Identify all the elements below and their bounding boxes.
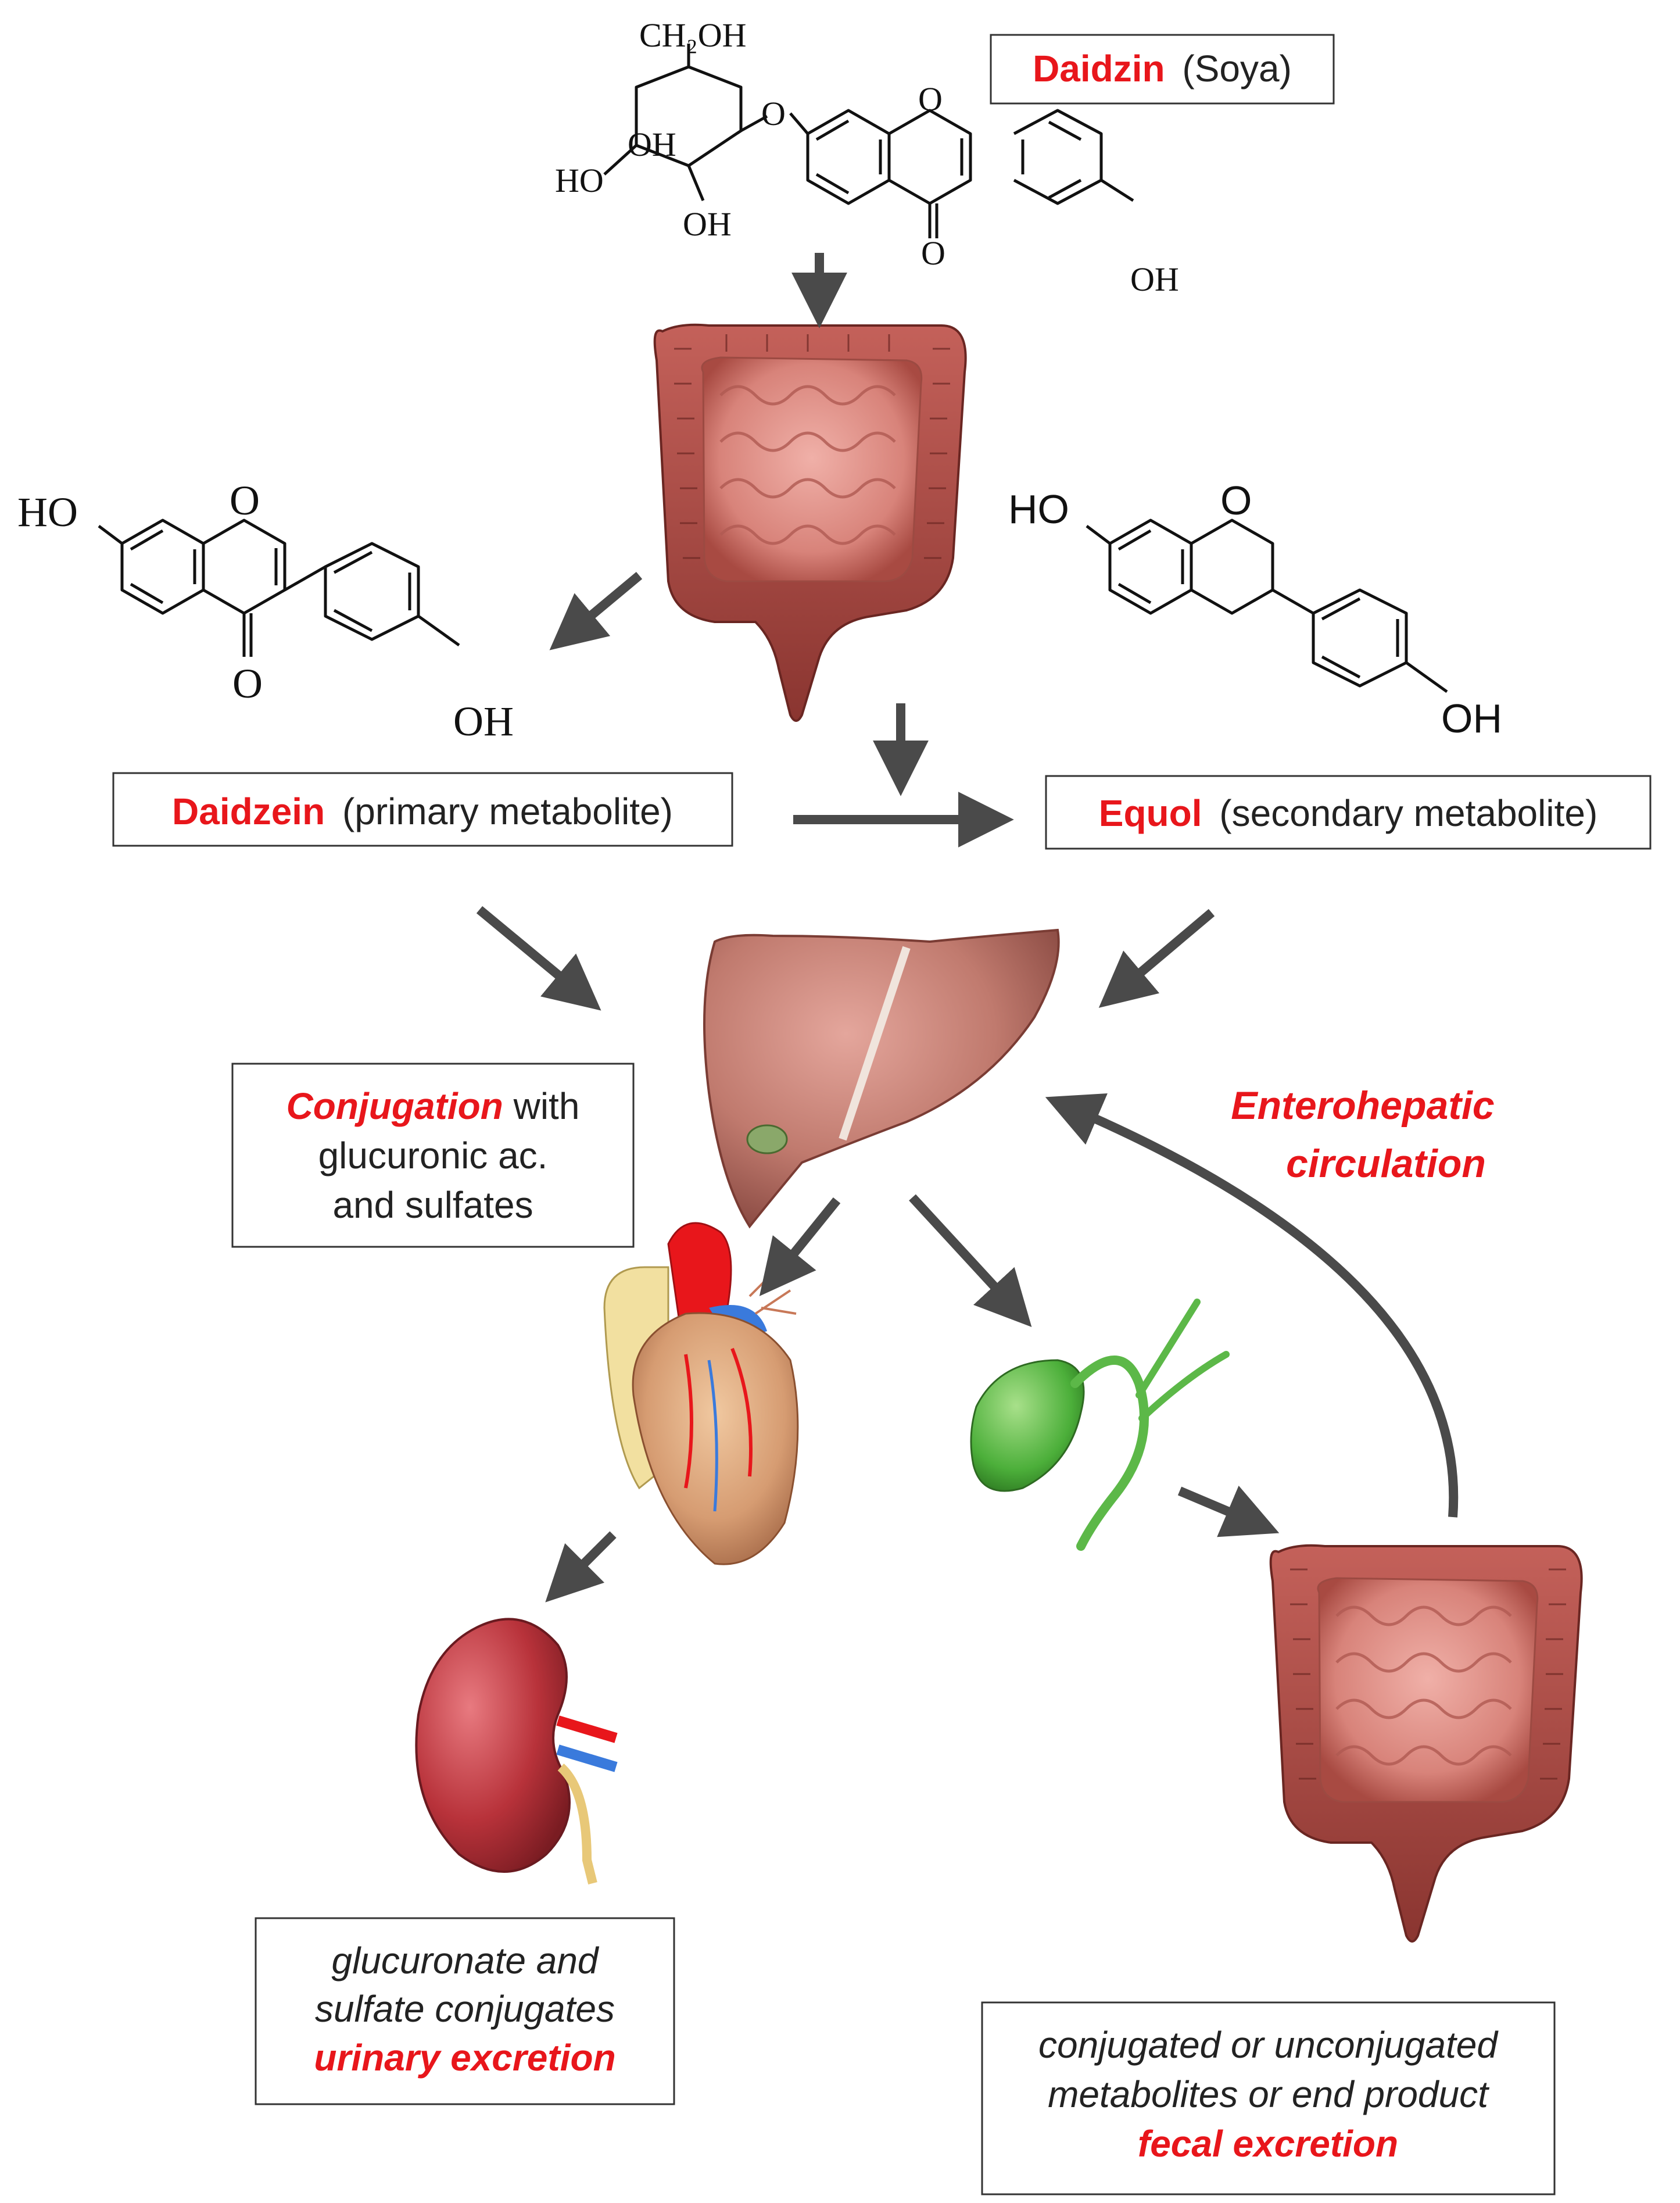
intestine-icon <box>653 323 967 722</box>
equol-oh: OH <box>1441 696 1502 741</box>
equol-structure <box>1086 518 1448 693</box>
urinary-line3: urinary excretion <box>314 2037 615 2079</box>
daidzin-atom-labels: CH₂OH OH HO OH O O O OH <box>555 16 1179 298</box>
daidzein-o-ring: O <box>230 477 260 524</box>
daidzin-oh-bottom: OH <box>683 205 732 243</box>
equol-label: Equol (secondary metabolite) <box>1099 792 1598 834</box>
gallbladder-icon <box>970 1299 1230 1551</box>
fecal-box <box>981 2001 1556 2195</box>
daidzein-structure <box>98 518 460 657</box>
conjugation-with: with <box>503 1085 580 1127</box>
daidzein-note: (primary metabolite) <box>342 791 673 832</box>
arrow-intestine-to-daidzein <box>549 571 643 650</box>
daidzin-oh-phenyl: OH <box>1130 260 1179 298</box>
equol-note: (secondary metabolite) <box>1219 792 1597 834</box>
conjugation-box <box>231 1063 635 1248</box>
daidzin-oh-ring: OH <box>628 126 676 163</box>
urinary-line1: glucuronate and <box>331 1940 599 1982</box>
fecal-line3: fecal excretion <box>1138 2123 1398 2165</box>
conjugation-text: Conjugation with glucuronic ac. and sulf… <box>286 1085 580 1226</box>
arrow-daidzein-to-liver <box>476 906 601 1011</box>
intestine-icon-lower <box>1269 1544 1583 1943</box>
arrow-equol-to-liver <box>1098 909 1215 1008</box>
flow-arrows <box>476 253 1459 1603</box>
arrow-heart-to-kidney <box>545 1531 617 1603</box>
kidney-icon <box>415 1618 618 1884</box>
equol-label-box <box>1045 775 1652 850</box>
heart-icon <box>603 1222 799 1565</box>
daidzein-name: Daidzein <box>172 791 325 832</box>
fecal-line2: metabolites or end product <box>1048 2073 1489 2115</box>
daidzin-ch2oh: CH₂OH <box>639 16 747 54</box>
conjugation-line3: and sulfates <box>332 1184 533 1226</box>
urinary-line2: sulfate conjugates <box>315 1988 615 2030</box>
daidzin-name: Daidzin <box>1033 48 1165 90</box>
equol-name: Equol <box>1099 792 1202 834</box>
enterohepatic-line2: circulation <box>1286 1142 1486 1186</box>
daidzein-ho: HO <box>17 489 78 535</box>
daidzein-label: Daidzein (primary metabolite) <box>172 791 673 832</box>
svg-text:Conjugation with: Conjugation with <box>286 1085 580 1127</box>
arrow-liver-to-heart <box>759 1197 841 1296</box>
daidzin-o-ring: O <box>918 80 943 118</box>
daidzin-o-keto: O <box>921 234 945 272</box>
daidzin-label-box <box>990 34 1335 105</box>
arrow-gallbladder-to-intestine <box>1177 1485 1280 1537</box>
conjugation-name: Conjugation <box>286 1085 503 1127</box>
daidzein-label-box <box>112 772 733 847</box>
daidzin-structure <box>603 44 1134 238</box>
daidzin-o-link: O <box>761 95 786 133</box>
enterohepatic-label: Enterohepatic circulation <box>1231 1083 1494 1186</box>
equol-ho: HO <box>1008 487 1069 532</box>
conjugation-line2: glucuronic ac. <box>318 1135 548 1176</box>
enterohepatic-line1: Enterohepatic <box>1231 1083 1494 1128</box>
daidzin-note: (Soya) <box>1182 48 1292 90</box>
daidzein-oh: OH <box>453 698 514 745</box>
arrow-liver-to-gallbladder <box>909 1194 1032 1327</box>
fecal-line1: conjugated or unconjugated <box>1038 2024 1499 2066</box>
liver-icon <box>703 928 1060 1229</box>
daidzin-ho: HO <box>555 162 604 199</box>
urinary-box <box>255 1917 675 2105</box>
arrow-enterohepatic-return <box>1045 1093 1459 1518</box>
equol-o-ring: O <box>1220 478 1252 523</box>
daidzin-label: Daidzin (Soya) <box>1033 48 1292 90</box>
daidzein-o-keto: O <box>232 660 263 707</box>
daidzein-atom-labels: HO O O OH <box>17 477 514 745</box>
fecal-text: conjugated or unconjugated metabolites o… <box>1038 2024 1499 2165</box>
urinary-text: glucuronate and sulfate conjugates urina… <box>314 1940 615 2079</box>
equol-atom-labels: HO O OH <box>1008 478 1502 741</box>
